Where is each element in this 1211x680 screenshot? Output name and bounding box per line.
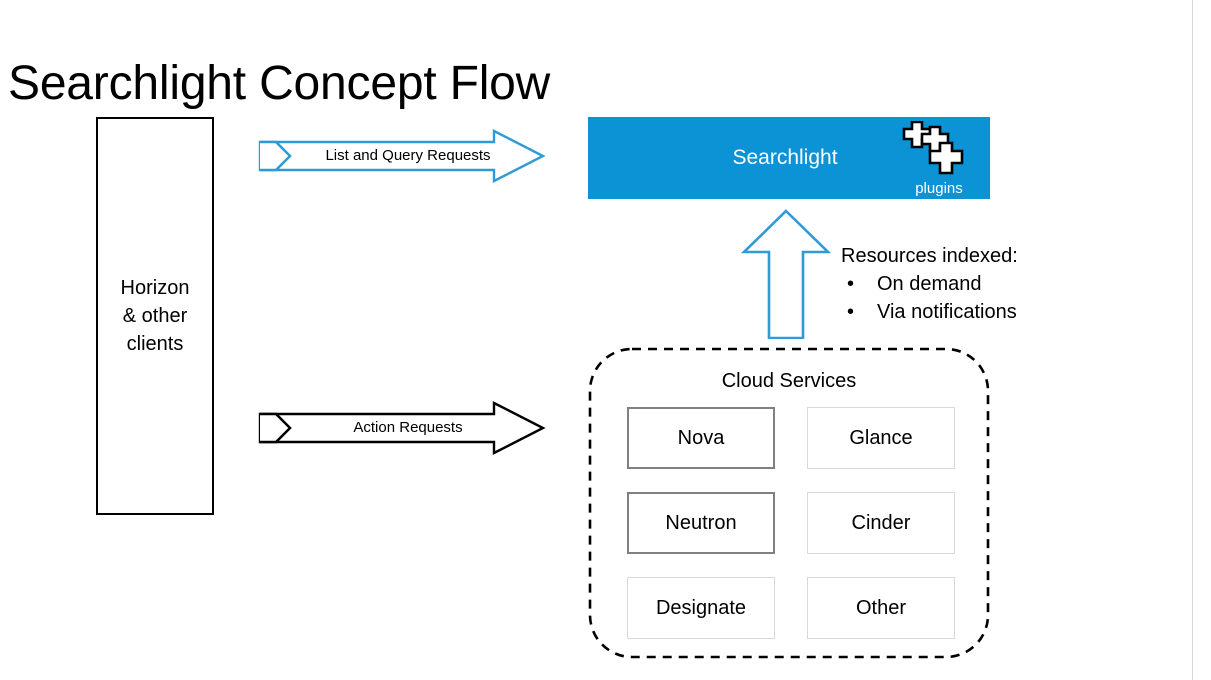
resources-indexed-item: • Via notifications: [841, 298, 1141, 326]
plugins-badge: plugins: [896, 121, 982, 197]
resources-indexed-list: • On demand • Via notifications: [841, 270, 1141, 326]
cloud-service-label: Designate: [655, 596, 747, 619]
cloud-service-label: Other: [855, 596, 907, 619]
searchlight-header-bar: Searchlight plugins: [588, 117, 990, 199]
plugins-puzzle-icon: [902, 121, 964, 175]
up-block-arrow-icon: [740, 209, 832, 340]
right-block-arrow-icon: [258, 401, 546, 455]
cloud-service-label: Nova: [677, 426, 725, 449]
cloud-service-box[interactable]: Glance: [807, 407, 955, 469]
resources-indexed-item-label: Via notifications: [877, 301, 1017, 323]
clients-box-label: Horizon & other clients: [120, 277, 190, 355]
cloud-service-box[interactable]: Cinder: [807, 492, 955, 554]
list-and-query-requests-arrow: List and Query Requests: [258, 128, 546, 184]
list-and-query-requests-label: List and Query Requests: [325, 147, 491, 164]
cloud-service-box[interactable]: Other: [807, 577, 955, 639]
page-title: Searchlight Concept Flow: [8, 57, 551, 110]
resources-indexed-item: • On demand: [841, 270, 1141, 298]
cloud-service-box[interactable]: Nova: [627, 407, 775, 469]
cloud-service-label: Cinder: [851, 511, 911, 534]
indexing-up-arrow: [740, 207, 832, 340]
resources-indexed-item-label: On demand: [877, 273, 982, 295]
cloud-service-label: Glance: [849, 426, 913, 449]
cloud-service-box[interactable]: Designate: [627, 577, 775, 639]
page-edge-divider: [1192, 0, 1193, 680]
clients-box: Horizon & other clients: [96, 117, 214, 515]
bullet-icon: •: [847, 273, 855, 295]
bullet-icon: •: [847, 301, 855, 323]
right-block-arrow-icon: [258, 129, 546, 183]
action-requests-arrow: Action Requests: [258, 400, 546, 456]
action-requests-label: Action Requests: [353, 419, 463, 436]
resources-indexed-heading: Resources indexed:: [841, 245, 1018, 267]
plugins-label: plugins: [915, 180, 963, 197]
cloud-service-box[interactable]: Neutron: [627, 492, 775, 554]
resources-indexed-block: Resources indexed: • On demand • Via notifi…: [841, 243, 1141, 326]
cloud-services-title: Cloud Services: [721, 370, 857, 392]
searchlight-title: Searchlight: [732, 146, 838, 169]
cloud-service-label: Neutron: [665, 511, 737, 534]
